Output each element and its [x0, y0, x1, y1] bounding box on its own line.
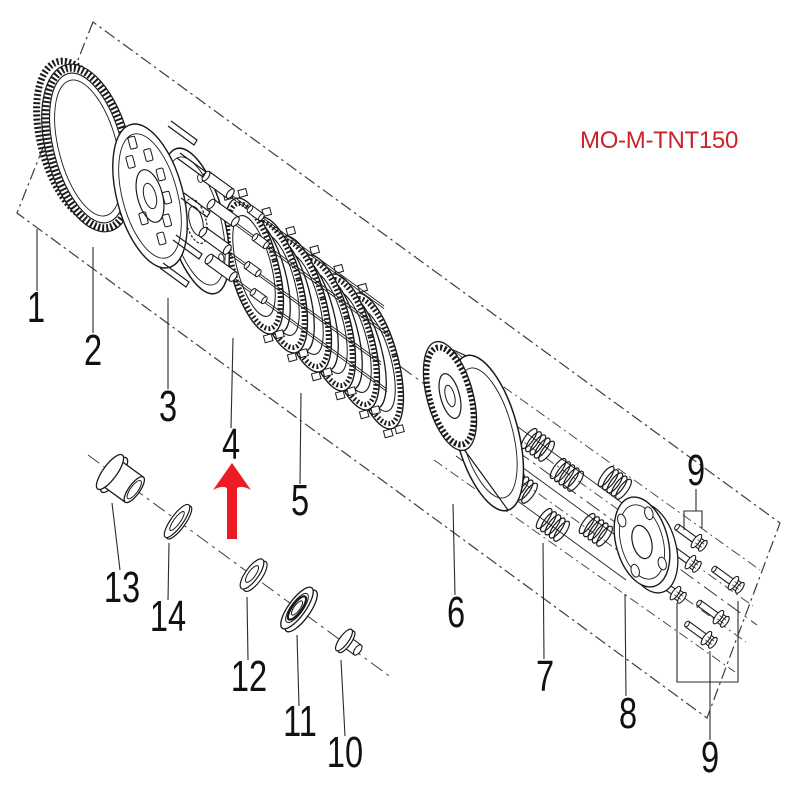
rod-spacer-sleeve	[249, 288, 268, 305]
flange-bolt	[696, 599, 730, 628]
part-label-11: 11	[283, 697, 317, 746]
part-2-clutch-basket	[33, 57, 211, 288]
part-label-1: 1	[26, 283, 46, 332]
assembly-boundary-box	[16, 21, 781, 719]
part-12-lock-nut	[239, 558, 268, 593]
part-label-4: 4	[221, 420, 241, 469]
part-label-7: 7	[535, 652, 555, 701]
coil-spring	[549, 457, 585, 492]
part-label-12: 12	[230, 652, 268, 701]
drive-plate-post	[201, 170, 235, 199]
part-4-5-clutch-plate-stack	[222, 187, 405, 439]
highlight-arrow-part-4	[213, 463, 251, 539]
coil-spring	[535, 507, 571, 542]
drive-plate-post	[204, 253, 238, 282]
part-label-9-top: 9	[686, 446, 706, 495]
part-14-washer	[163, 503, 193, 540]
drive-plate-posts	[198, 170, 240, 282]
part-7-clutch-springs	[503, 427, 633, 547]
rod-spacer-sleeve	[243, 261, 262, 278]
flange-bolt	[711, 565, 745, 594]
basket-fingers	[159, 120, 211, 288]
part-11-bearing	[280, 586, 318, 633]
rod-spacer-sleeve	[251, 233, 270, 250]
part-10-pin	[334, 628, 363, 656]
coil-spring	[597, 465, 633, 500]
part-label-5: 5	[290, 476, 310, 525]
rod-spacer-sleeve	[246, 205, 265, 222]
drive-plate-post	[198, 226, 232, 255]
part-label-8: 8	[618, 689, 638, 738]
flange-bolt	[684, 620, 718, 649]
pressure-plate-rods	[226, 193, 390, 392]
leader-lines	[36, 229, 739, 740]
part-8-spring-plate	[613, 496, 679, 594]
part-label-13: 13	[103, 563, 141, 612]
part-label-9-bottom: 9	[700, 733, 720, 782]
coil-spring	[520, 427, 556, 462]
part-13-bushing	[95, 453, 146, 504]
drive-plate-post	[206, 198, 240, 227]
diagram-code-label: MO-M-TNT150	[580, 127, 739, 154]
part-label-2: 2	[83, 326, 103, 375]
part-label-3: 3	[158, 382, 178, 431]
part-6-clutch-hub	[422, 340, 525, 512]
flange-bolt	[674, 523, 708, 552]
part-label-14: 14	[149, 592, 187, 641]
part-label-10: 10	[326, 728, 364, 777]
coil-spring	[578, 512, 614, 547]
part-label-6: 6	[446, 588, 466, 637]
